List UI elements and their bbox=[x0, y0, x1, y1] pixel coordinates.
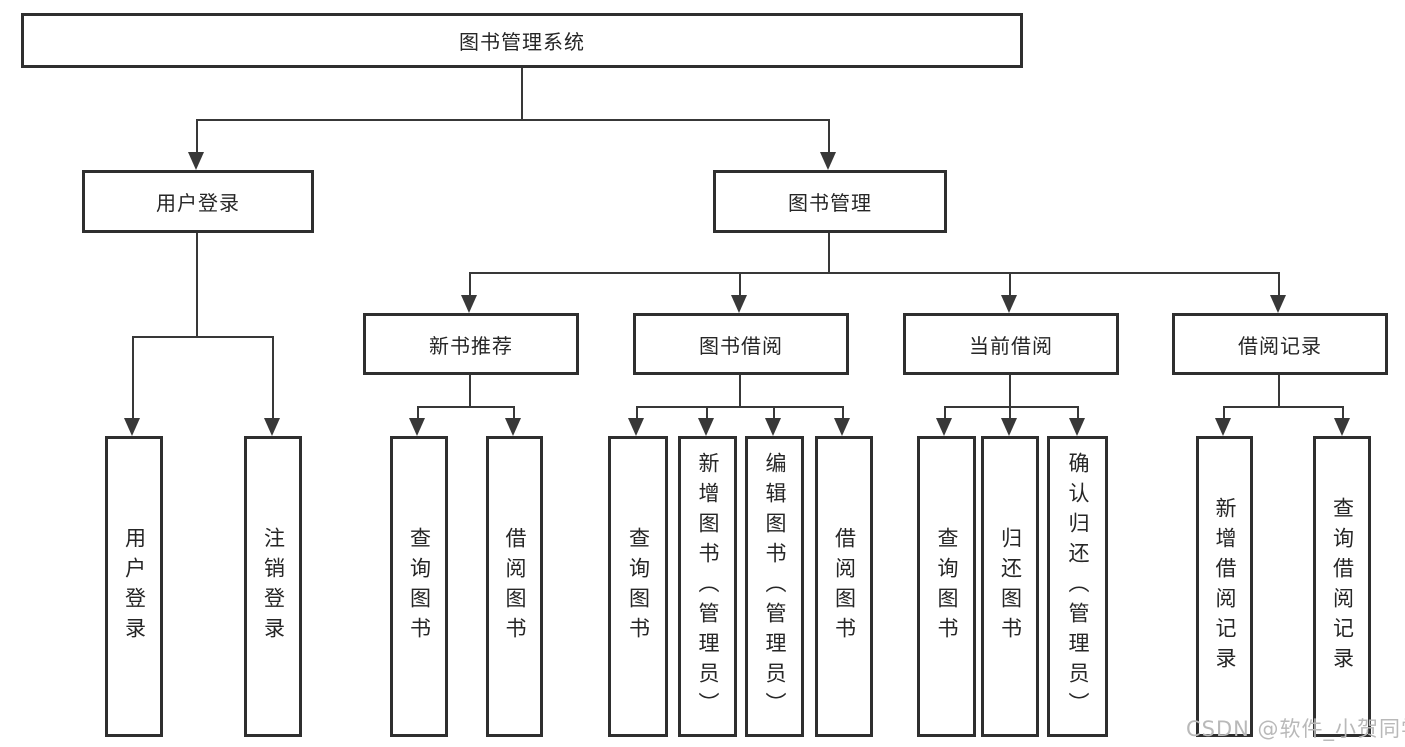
connector-line bbox=[469, 272, 1280, 274]
connector-line bbox=[132, 336, 274, 338]
node-bb-edit-books-admin-label: 编辑图书（管理员） bbox=[763, 451, 787, 722]
connector-line bbox=[1009, 272, 1011, 297]
node-book-borrowing: 图书借阅 bbox=[633, 313, 849, 375]
arrow-down-icon bbox=[1334, 418, 1350, 436]
connector-line bbox=[1009, 406, 1011, 420]
node-rec-borrow-books: 借阅图书 bbox=[486, 436, 543, 737]
node-cb-query-books-label: 查询图书 bbox=[935, 526, 959, 647]
node-book-borrowing-label: 图书借阅 bbox=[699, 333, 783, 358]
node-bb-add-books-admin-label: 新增图书（管理员） bbox=[696, 451, 720, 722]
connector-line bbox=[944, 406, 1078, 408]
node-book-management: 图书管理 bbox=[713, 170, 947, 233]
connector-line bbox=[1009, 375, 1011, 406]
arrow-down-icon bbox=[834, 418, 850, 436]
node-bb-query-books-label: 查询图书 bbox=[626, 526, 651, 647]
arrow-down-icon bbox=[188, 152, 204, 170]
node-current-borrowing-label: 当前借阅 bbox=[969, 333, 1053, 358]
connector-line bbox=[1223, 406, 1343, 408]
connector-line bbox=[739, 375, 741, 406]
arrow-down-icon bbox=[505, 418, 521, 436]
connector-line bbox=[132, 336, 134, 420]
connector-line bbox=[1342, 406, 1344, 420]
node-cb-confirm-return-admin-label: 确认归还（管理员） bbox=[1066, 451, 1090, 722]
connector-line bbox=[773, 406, 775, 420]
node-cb-return-books: 归还图书 bbox=[981, 436, 1039, 737]
arrow-down-icon bbox=[1215, 418, 1231, 436]
connector-line bbox=[513, 406, 515, 420]
node-root: 图书管理系统 bbox=[21, 13, 1023, 68]
node-user-login-label: 用户登录 bbox=[156, 191, 240, 215]
node-leaf-user-login: 用户登录 bbox=[105, 436, 163, 737]
connector-line bbox=[272, 336, 274, 420]
arrow-down-icon bbox=[409, 418, 425, 436]
node-cb-return-books-label: 归还图书 bbox=[998, 526, 1023, 647]
connector-line bbox=[842, 406, 844, 420]
arrow-down-icon bbox=[936, 418, 952, 436]
arrow-down-icon bbox=[698, 418, 714, 436]
connector-line bbox=[636, 406, 844, 408]
connector-line bbox=[417, 406, 515, 408]
node-leaf-logout: 注销登录 bbox=[244, 436, 302, 737]
node-root-label: 图书管理系统 bbox=[459, 30, 585, 54]
node-br-query-record: 查询借阅记录 bbox=[1313, 436, 1371, 737]
node-rec-query-books: 查询图书 bbox=[390, 436, 448, 737]
arrow-down-icon bbox=[1069, 418, 1085, 436]
connector-line bbox=[1223, 406, 1225, 420]
arrow-down-icon bbox=[820, 152, 836, 170]
connector-line bbox=[828, 233, 830, 272]
arrow-down-icon bbox=[124, 418, 140, 436]
node-new-book-recommend: 新书推荐 bbox=[363, 313, 579, 375]
arrow-down-icon bbox=[765, 418, 781, 436]
csdn-watermark: CSDN @软件_小贺同学 bbox=[1186, 717, 1405, 741]
node-cb-confirm-return-admin: 确认归还（管理员） bbox=[1047, 436, 1108, 737]
arrow-down-icon bbox=[1270, 295, 1286, 313]
node-rec-borrow-books-label: 借阅图书 bbox=[503, 526, 527, 647]
arrow-down-icon bbox=[264, 418, 280, 436]
node-bb-borrow-books: 借阅图书 bbox=[815, 436, 873, 737]
connector-line bbox=[469, 375, 471, 406]
arrow-down-icon bbox=[1001, 418, 1017, 436]
connector-line bbox=[739, 272, 741, 297]
node-borrowing-records-label: 借阅记录 bbox=[1238, 333, 1322, 358]
connector-line bbox=[1278, 375, 1280, 406]
node-borrowing-records: 借阅记录 bbox=[1172, 313, 1388, 375]
connector-line bbox=[1278, 272, 1280, 297]
connector-line bbox=[469, 272, 471, 297]
connector-line bbox=[1077, 406, 1079, 420]
connector-line bbox=[196, 119, 830, 121]
connector-line bbox=[417, 406, 419, 420]
node-new-book-recommend-label: 新书推荐 bbox=[429, 333, 513, 358]
node-br-add-record-label: 新增借阅记录 bbox=[1213, 496, 1237, 677]
connector-line bbox=[196, 233, 198, 336]
node-user-login: 用户登录 bbox=[82, 170, 314, 233]
node-br-add-record: 新增借阅记录 bbox=[1196, 436, 1253, 737]
node-book-management-label: 图书管理 bbox=[788, 191, 872, 215]
connector-line bbox=[828, 119, 830, 154]
node-leaf-user-login-label: 用户登录 bbox=[122, 526, 147, 647]
connector-line bbox=[944, 406, 946, 420]
connector-line bbox=[521, 68, 523, 119]
node-br-query-record-label: 查询借阅记录 bbox=[1330, 496, 1355, 677]
node-bb-edit-books-admin: 编辑图书（管理员） bbox=[745, 436, 804, 737]
node-rec-query-books-label: 查询图书 bbox=[407, 526, 432, 647]
arrow-down-icon bbox=[1001, 295, 1017, 313]
node-leaf-logout-label: 注销登录 bbox=[261, 526, 286, 647]
node-bb-query-books: 查询图书 bbox=[608, 436, 668, 737]
arrow-down-icon bbox=[731, 295, 747, 313]
node-bb-borrow-books-label: 借阅图书 bbox=[832, 526, 857, 647]
connector-line bbox=[196, 119, 198, 154]
arrow-down-icon bbox=[628, 418, 644, 436]
connector-line bbox=[636, 406, 638, 420]
connector-line bbox=[706, 406, 708, 420]
node-bb-add-books-admin: 新增图书（管理员） bbox=[678, 436, 737, 737]
node-current-borrowing: 当前借阅 bbox=[903, 313, 1119, 375]
node-cb-query-books: 查询图书 bbox=[917, 436, 976, 737]
arrow-down-icon bbox=[461, 295, 477, 313]
